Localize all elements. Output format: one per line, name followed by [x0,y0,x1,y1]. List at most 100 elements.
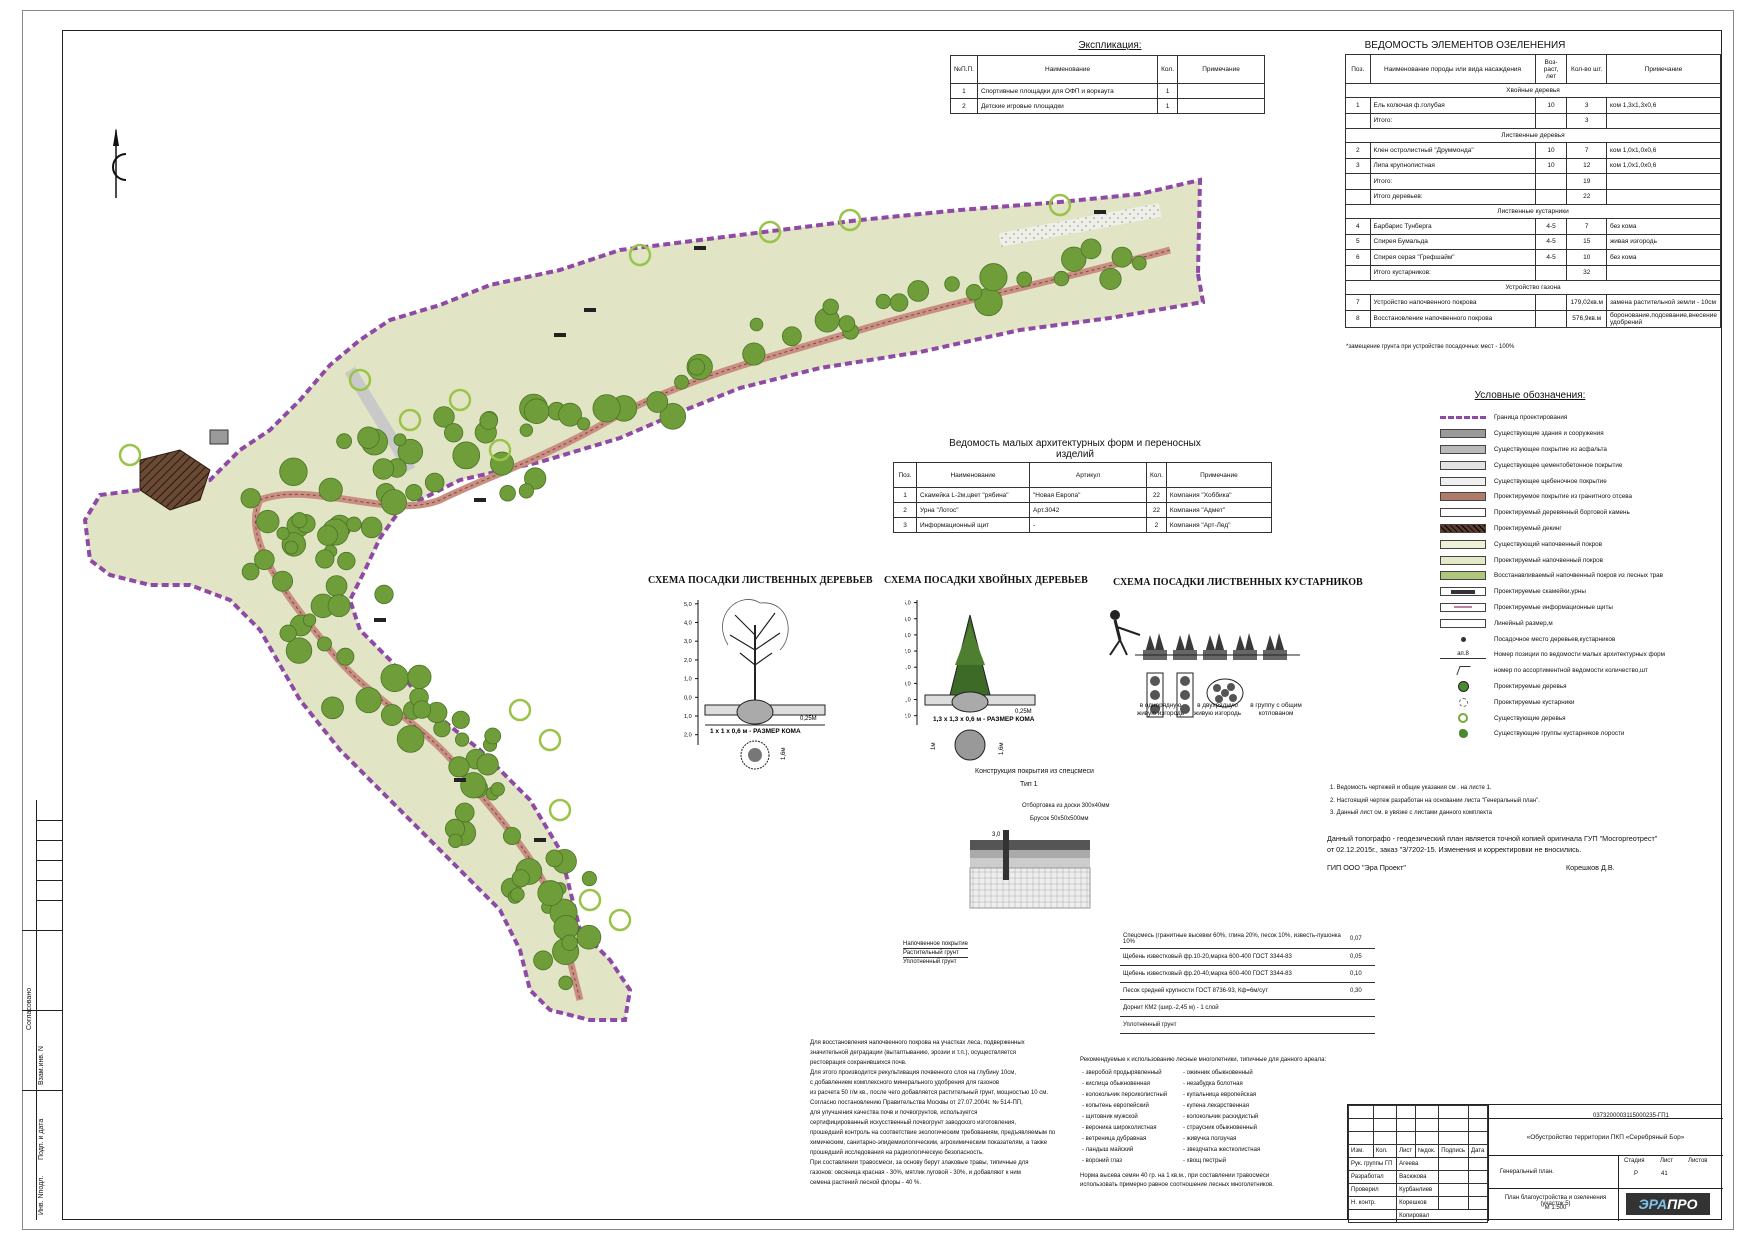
shrub-caption-3: в группу с общим котлованом [1250,702,1302,717]
restoration-line: Для этого производится рекультивация поч… [810,1070,1017,1076]
tree-crown [476,753,499,776]
legend-item: Проектируемые деревья [1440,679,1680,695]
greening-section-title: Лиственные кустарники [1345,204,1721,219]
tree-crown [407,664,432,689]
side-label-sign-date: Подп. и дата [38,1118,45,1160]
tree-crown [337,551,356,571]
tree-crown [781,326,802,347]
existing-tree-marker [118,443,142,467]
legend-item: Существующие здания и сооружения [1440,426,1680,442]
tree-crown [380,663,409,693]
tree-crown [254,549,275,570]
construction-left-layers: Напочвенное покрытие Растительный грунт … [903,941,968,965]
legend-label: Проектируемые скамейки,урны [1494,588,1586,596]
restoration-line: рестоврация сохранившихся почв. [810,1060,907,1066]
restoration-line: из расчета 50 г/м кв., после чего добавл… [810,1090,1049,1096]
bench-marker [374,618,386,622]
shrub-silhouette [1145,633,1165,653]
shrub-silhouette [1235,633,1255,653]
legend-swatch [1440,476,1486,486]
building [209,429,229,445]
scale-tick-label: 1,0 [905,665,911,671]
construction-layer: Щебень известковый фр.20-40,марка 600-40… [1120,965,1375,983]
tree-crown [315,549,335,569]
scale-tick-label: 5,0 [905,601,911,607]
legend-swatch [1440,666,1486,676]
tree-crown [490,782,505,797]
legend-swatch [1440,416,1486,420]
tree-crown [240,488,261,509]
existing-tree-marker [758,220,782,244]
tree-crown [279,624,297,642]
scheme-coniferous-drawing: 5,04,03,02,01,00,01,02,0 0,25М 1,3 х 1,3… [905,600,1036,761]
scheme-deciduous-title: СХЕМА ПОСАДКИ ЛИСТВЕННЫХ ДЕРЕВЬЕВ [648,575,873,586]
bench-marker [534,838,546,842]
restoration-line: газонов: овсяница красная - 30%, мятлик … [810,1170,1021,1176]
tree-crown [1053,270,1070,287]
coniferous-dim-1: 1м [931,743,937,750]
seed-norm: Норма высева семян 40 гр. на 1 кв.м., пр… [1080,1173,1274,1188]
legend-swatch [1440,571,1486,581]
plant-list-item: - хвощ пестрый [1183,1158,1227,1164]
tree-crown [397,438,424,465]
legend-swatch [1440,429,1486,439]
tree-crown [241,562,260,581]
scale-tick-label: 0,0 [905,681,911,687]
shrub-plan-dot [1150,690,1160,700]
legend-item: Граница проектирования [1440,410,1680,426]
tree-crown [1111,246,1133,268]
legend-item: Проектируемый напочвенный покров [1440,552,1680,568]
plants-intro: Рекомендуемые к использованию лесные мно… [1080,1057,1327,1063]
scale-tick-label: 3,0 [905,633,911,639]
stamp-project: «Обустройство территории ПКП «Серебряный… [1526,1134,1685,1141]
plant-list-item: - ожинник обыкновенный [1183,1070,1253,1076]
restoration-line: значительной деградации (вытаптыванию, э… [810,1050,1016,1056]
plants-left-list: - зверобой продырявленный- кислица обыкн… [1082,1068,1167,1167]
tree-crown [822,298,839,315]
plants-right-list: - ожинник обыкновенный- незабудка болотн… [1183,1068,1260,1167]
tree-crown [317,636,332,652]
tree-crown [944,276,960,292]
tree-crown [317,524,338,546]
scale-tick-label: 2,0 [905,649,911,655]
tree-crown [284,540,299,555]
legend-label: Проектируемый деревянный бортовой камень [1494,509,1630,517]
coniferous-depth: 0,25М [1015,709,1032,715]
binding-strip [22,800,63,1220]
plant-list-item: - щитовник мужской [1082,1114,1138,1120]
scale-tick-label: 5,0 [684,602,692,608]
legend-swatch [1440,492,1486,502]
explication-title: Экспликация: [1078,40,1142,51]
legend-label: Существующий напочвенный покров [1494,540,1602,548]
sheet-outer-border [22,10,1734,1230]
tree-crown [490,451,514,476]
legend-swatch [1440,618,1486,628]
tree-crown [460,772,487,799]
tree-crown [499,485,516,502]
plant-list-item: - кислица обыкновенная [1082,1081,1150,1087]
tree-crown [502,826,521,845]
tree-crown [523,398,550,425]
construction-callout-1: Отбортовка из доски 300х40мм [1022,803,1110,809]
tree-crown [524,467,547,490]
restoration-line: химическим, санитарно-эпидемиологическим… [810,1140,1048,1146]
greening-title: ВЕДОМОСТЬ ЭЛЕМЕНТОВ ОЗЕЛЕНЕНИЯ [1364,40,1566,51]
shrub-silhouette [1265,633,1285,653]
plant-list-item: - страусник обыкновенный [1183,1125,1258,1131]
stamp-scale: М 1:500 [1544,1205,1567,1211]
legend-label: Существующие группы кустарников лорости [1494,730,1625,738]
legend-item: Проектируемое покрытие из гранитного отс… [1440,489,1680,505]
tree-crown [875,293,891,310]
plant-list-item: - вороний глаз [1082,1158,1123,1164]
legend-item: Существующее щебеночное покрытие [1440,473,1680,489]
shrub-plan-dot [1215,695,1223,703]
existing-tree-marker [628,243,652,267]
shrub-plan-dot [1150,704,1160,714]
